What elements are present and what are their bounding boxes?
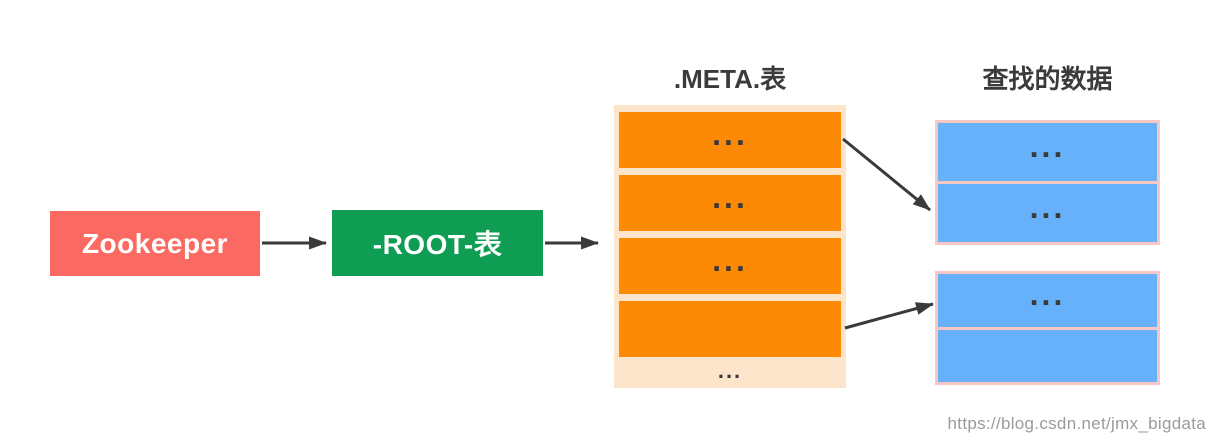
zookeeper-node: Zookeeper xyxy=(50,211,260,276)
zookeeper-label: Zookeeper xyxy=(81,227,229,259)
root-table-node: -ROOT-表 xyxy=(332,210,543,276)
meta-table-row: ... xyxy=(619,238,841,294)
result-data-row xyxy=(938,329,1157,382)
result-data-group: ... ... xyxy=(935,120,1160,245)
result-data-row: ... xyxy=(938,123,1157,181)
result-data-row: ... xyxy=(938,184,1157,242)
result-data-group: ... xyxy=(935,271,1160,385)
watermark: https://blog.csdn.net/jmx_bigdata xyxy=(947,414,1206,433)
meta-table-title: .META.表 xyxy=(673,64,787,94)
meta-table-row: ... xyxy=(619,112,841,168)
arrow-meta-to-result-2 xyxy=(844,302,934,330)
meta-table-stack: ... ... ... ... xyxy=(614,105,846,388)
meta-table-row: ... xyxy=(619,175,841,231)
meta-table-row xyxy=(619,301,841,357)
root-table-label: -ROOT-表 xyxy=(372,229,503,260)
result-data-title: 查找的数据 xyxy=(982,64,1113,94)
arrow-meta-to-result-1 xyxy=(842,137,931,212)
result-data-row: ... xyxy=(938,274,1157,327)
meta-table-more-indicator: ... xyxy=(717,358,743,383)
